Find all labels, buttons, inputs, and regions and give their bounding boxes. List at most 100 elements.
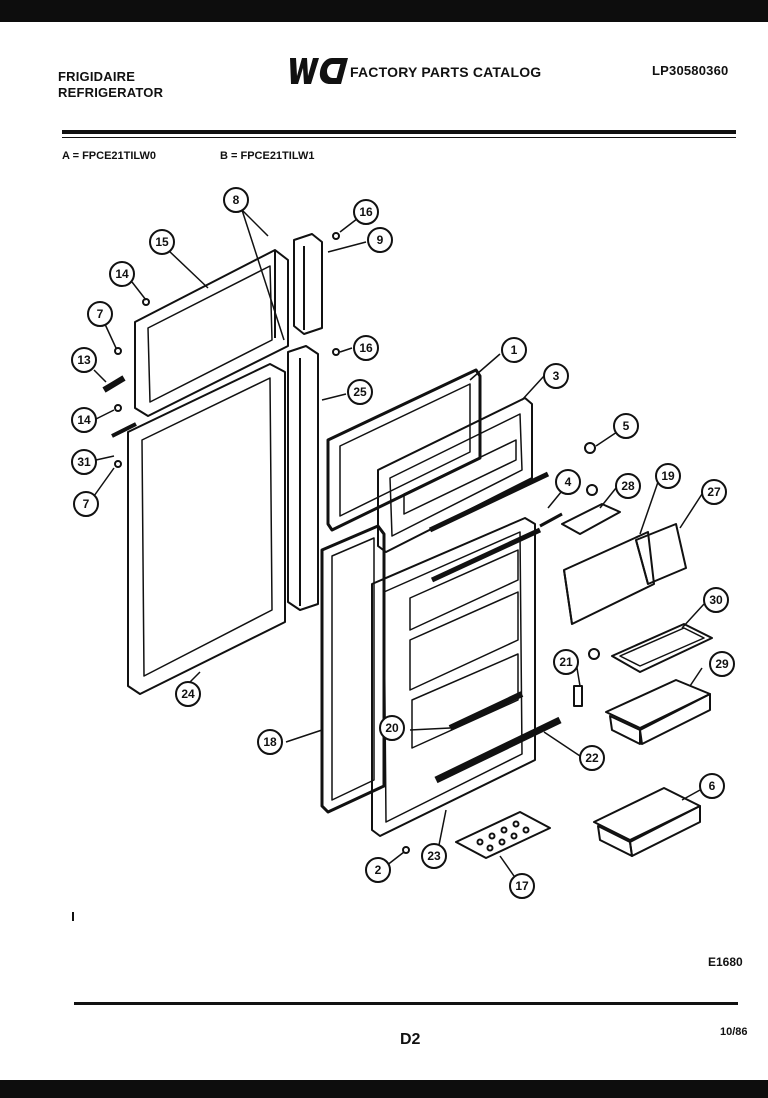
svg-text:22: 22: [585, 751, 599, 765]
callout-1: 1: [501, 337, 527, 363]
svg-text:23: 23: [427, 849, 441, 863]
butter-compartment-cover: [611, 623, 713, 673]
end-cap-bin: [635, 523, 687, 585]
bottom-black-border: [0, 1080, 768, 1098]
leader-lines: [93, 209, 705, 877]
egg-tray: [455, 811, 551, 859]
callout-2: 2: [365, 857, 391, 883]
figure-id: E1680: [708, 955, 743, 969]
callout-29: 29: [709, 651, 735, 677]
callout-25: 25: [347, 379, 373, 405]
bottom-gap: [0, 1076, 768, 1080]
callout-6: 6: [699, 773, 725, 799]
wci-logo: [290, 58, 348, 84]
screw-2: [402, 846, 410, 854]
svg-text:31: 31: [77, 455, 91, 469]
callout-8: 8: [223, 187, 249, 213]
screw-16-lower: [332, 348, 340, 356]
screw-14-lower: [114, 404, 122, 412]
svg-text:16: 16: [359, 341, 373, 355]
lower-shelf-bar: [434, 716, 562, 784]
brand-block: FRIGIDAIRE REFRIGERATOR: [58, 69, 163, 101]
svg-text:9: 9: [377, 233, 384, 247]
svg-text:7: 7: [97, 307, 104, 321]
revision-date: 10/86: [720, 1026, 748, 1038]
svg-text:7: 7: [83, 497, 90, 511]
margin-mark: [72, 912, 74, 921]
svg-text:25: 25: [353, 385, 367, 399]
callout-9: 9: [367, 227, 393, 253]
callout-4: 4: [555, 469, 581, 495]
callout-13: 13: [71, 347, 97, 373]
callout-15: 15: [149, 229, 175, 255]
product-type: REFRIGERATOR: [58, 85, 164, 100]
callout-16-upper: 16: [353, 199, 379, 225]
fresh-food-door-liner: [371, 517, 542, 837]
svg-text:29: 29: [715, 657, 729, 671]
screw-16-top: [332, 232, 340, 240]
deli-tray: [593, 787, 701, 857]
callout-28: 28: [615, 473, 641, 499]
svg-text:27: 27: [707, 485, 721, 499]
header-rule-thin: [62, 137, 736, 138]
svg-text:16: 16: [359, 205, 373, 219]
callout-22: 22: [579, 745, 605, 771]
upper-trim-strip: [293, 233, 323, 335]
svg-text:2: 2: [375, 863, 382, 877]
model-b-label: B = FPCE21TILW1: [220, 150, 315, 162]
svg-text:13: 13: [77, 353, 91, 367]
svg-text:17: 17: [515, 879, 529, 893]
callout-7-lower: 7: [73, 491, 99, 517]
catalog-title: FACTORY PARTS CATALOG: [350, 64, 542, 80]
svg-text:28: 28: [621, 479, 635, 493]
svg-text:14: 14: [77, 413, 91, 427]
callout-3: 3: [543, 363, 569, 389]
svg-text:1: 1: [511, 343, 518, 357]
svg-text:6: 6: [709, 779, 716, 793]
svg-text:4: 4: [565, 475, 572, 489]
callout-17: 17: [509, 873, 535, 899]
svg-text:19: 19: [661, 469, 675, 483]
small-tray: [561, 503, 621, 535]
svg-text:30: 30: [709, 593, 723, 607]
callout-27: 27: [701, 479, 727, 505]
callout-18: 18: [257, 729, 283, 755]
fresh-food-door-frame: [127, 363, 286, 695]
screw-7-top: [114, 347, 122, 355]
butter-dish: [605, 679, 711, 745]
fresh-food-gasket: [320, 524, 386, 814]
callout-20: 20: [379, 715, 405, 741]
svg-text:18: 18: [263, 735, 277, 749]
svg-text:24: 24: [181, 687, 195, 701]
callout-5: 5: [613, 413, 639, 439]
parts-linework: [102, 232, 713, 859]
screw-7-lower: [114, 460, 122, 468]
callout-19: 19: [655, 463, 681, 489]
callout-21: 21: [553, 649, 579, 675]
top-black-border: [0, 0, 768, 22]
freezer-inner-panel: [377, 397, 550, 553]
callout-14-lower: 14: [71, 407, 97, 433]
svg-text:15: 15: [155, 235, 169, 249]
callout-14-upper: 14: [109, 261, 135, 287]
lower-trim-strip: [287, 345, 319, 611]
model-a-label: A = FPCE21TILW0: [62, 150, 157, 162]
callout-30: 30: [703, 587, 729, 613]
svg-text:21: 21: [559, 655, 573, 669]
divider-strip: [111, 422, 137, 438]
door-bin: [563, 531, 655, 625]
callout-16-lower: 16: [353, 335, 379, 361]
svg-text:8: 8: [233, 193, 240, 207]
hinge-bracket: [573, 648, 600, 707]
callout-23: 23: [421, 843, 447, 869]
header-rule: [62, 130, 736, 134]
retainer-clip: [584, 442, 598, 496]
svg-text:14: 14: [115, 267, 129, 281]
svg-text:3: 3: [553, 369, 560, 383]
svg-text:5: 5: [623, 419, 630, 433]
callout-31: 31: [71, 449, 97, 475]
footer-rule: [74, 1002, 738, 1005]
document-code: LP30580360: [652, 63, 729, 78]
brand-name: FRIGIDAIRE: [58, 69, 136, 84]
